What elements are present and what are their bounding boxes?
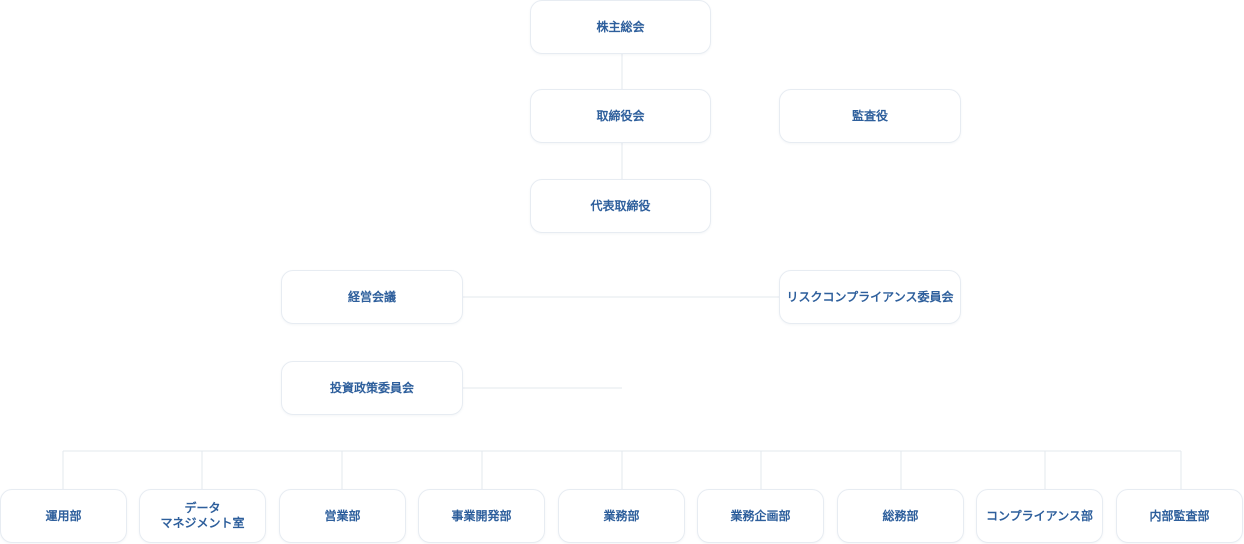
- node-management-meeting: 経営会議: [281, 270, 463, 324]
- node-department: 事業開発部: [418, 489, 545, 543]
- node-department: データ マネジメント室: [139, 489, 266, 543]
- node-label: 取締役会: [596, 108, 645, 123]
- node-label: 営業部: [324, 508, 361, 523]
- node-department: 営業部: [279, 489, 406, 543]
- node-shareholders-meeting: 株主総会: [530, 0, 711, 54]
- node-label: 経営会議: [347, 289, 396, 304]
- node-label: 株主総会: [596, 19, 645, 34]
- node-risk-compliance-committee: リスクコンプライアンス委員会: [779, 270, 961, 324]
- node-label: 業務部: [603, 508, 640, 523]
- node-label: 投資政策委員会: [329, 380, 414, 395]
- node-department: 総務部: [837, 489, 964, 543]
- node-label-line1: データ: [184, 501, 221, 515]
- node-label: 代表取締役: [590, 198, 651, 213]
- node-label: コンプライアンス部: [986, 508, 1093, 523]
- node-department: 運用部: [0, 489, 127, 543]
- node-board-of-directors: 取締役会: [530, 89, 711, 143]
- node-department: 業務部: [558, 489, 685, 543]
- node-department: 業務企画部: [697, 489, 824, 543]
- node-ceo: 代表取締役: [530, 179, 711, 233]
- node-label: 総務部: [882, 508, 919, 523]
- node-label: 監査役: [851, 108, 888, 123]
- node-label: リスクコンプライアンス委員会: [786, 289, 954, 304]
- node-label: 業務企画部: [730, 508, 791, 523]
- node-label: 内部監査部: [1149, 508, 1210, 523]
- node-label: 事業開発部: [451, 508, 512, 523]
- node-investment-policy-committee: 投資政策委員会: [281, 361, 463, 415]
- node-label: 運用部: [45, 508, 82, 523]
- node-label-line2: マネジメント室: [160, 516, 245, 530]
- node-department: 内部監査部: [1116, 489, 1243, 543]
- node-department: コンプライアンス部: [976, 489, 1103, 543]
- node-auditor: 監査役: [779, 89, 961, 143]
